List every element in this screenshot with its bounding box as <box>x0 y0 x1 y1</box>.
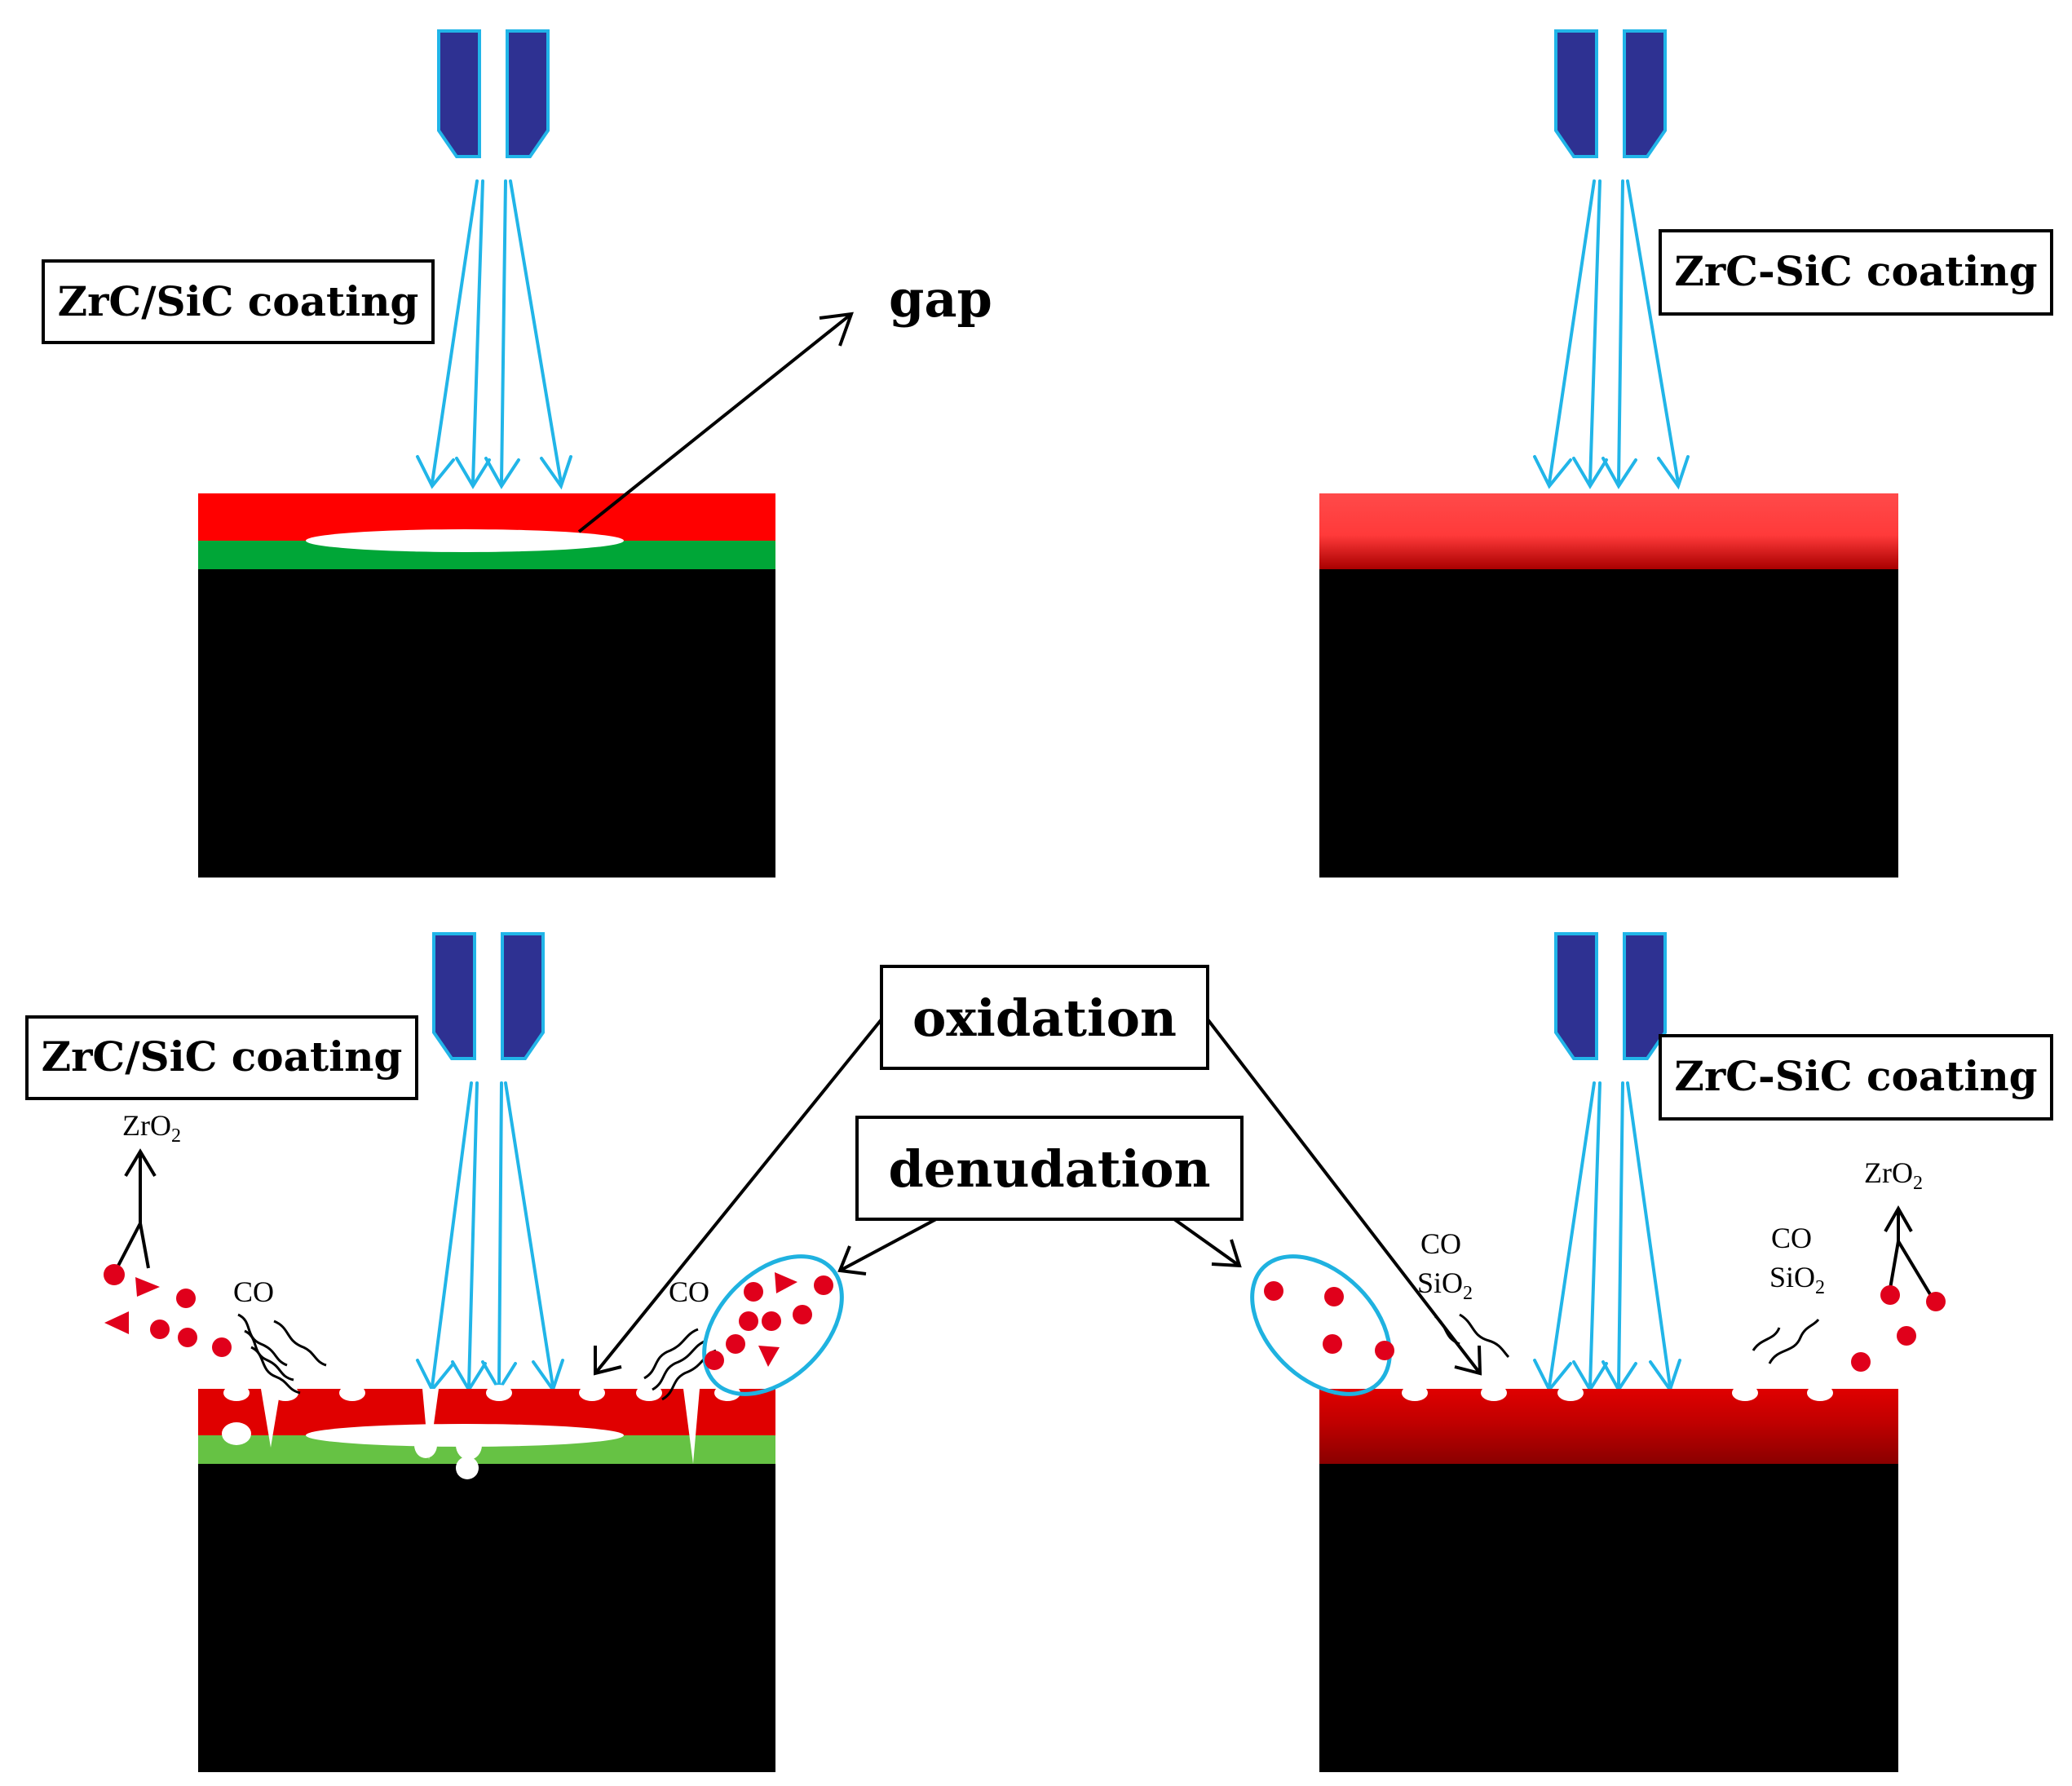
flame-arrow-icon <box>416 1081 564 1394</box>
panel-top-right: ZrC-SiC coating <box>1319 29 2053 878</box>
crack-icon <box>261 1389 700 1464</box>
co-label: CO <box>1420 1227 1461 1260</box>
denudation-cluster <box>702 1254 844 1396</box>
coating-label: ZrC-SiC coating <box>1674 247 2037 295</box>
plasma-torch-icon <box>1554 29 1667 158</box>
substrate <box>198 1464 775 1772</box>
zro2-arrow-icon <box>1884 1205 1934 1300</box>
panel-bottom-right: ZrC-SiC coating CO SiO2 CO SiO2 ZrO2 <box>1250 932 2053 1772</box>
coating-label-box <box>1659 229 2053 316</box>
denudation-callout: denudation <box>837 1116 1244 1275</box>
zro2-label: ZrO2 <box>1864 1156 1923 1194</box>
co-label: CO <box>669 1275 709 1308</box>
gas-wave-icon <box>1434 1313 1510 1359</box>
coating-label-box <box>1659 1034 2053 1121</box>
particle-icon <box>1851 1285 1946 1372</box>
svg-text:denudation: denudation <box>888 1139 1210 1199</box>
particle-icon <box>1264 1281 1394 1360</box>
gap-label: gap <box>889 269 992 329</box>
sio2-label: SiO2 <box>1417 1267 1473 1304</box>
denudation-arrow-icon <box>837 1218 1242 1275</box>
flame-arrow-icon <box>1533 1081 1681 1394</box>
zro2-arrow-icon <box>117 1148 157 1269</box>
flame-arrow-icon <box>1533 179 1690 490</box>
coating-label-box <box>42 259 435 344</box>
gas-wave-icon <box>237 1313 327 1395</box>
coating-label: ZrC-SiC coating <box>1674 1052 2037 1100</box>
oxidation-arrow-icon <box>594 1018 1482 1376</box>
substrate <box>1319 569 1898 878</box>
coating-label: ZrC/SiC coating <box>42 1032 403 1081</box>
pore-icon <box>1402 1385 1833 1401</box>
gas-wave-icon <box>1752 1319 1820 1364</box>
plasma-torch-icon <box>1554 932 1667 1060</box>
co-label: CO <box>1771 1222 1812 1254</box>
plasma-torch-icon <box>437 29 550 158</box>
gap-arrow-icon <box>577 312 854 533</box>
gap-void <box>306 529 624 552</box>
oxidation-callout: oxidation <box>594 965 1482 1376</box>
denudation-cluster <box>1250 1254 1394 1396</box>
substrate <box>1319 1464 1898 1772</box>
coating-label-box <box>25 1015 418 1100</box>
substrate <box>198 569 775 878</box>
svg-text:oxidation: oxidation <box>912 988 1177 1048</box>
particle-icon <box>104 1264 232 1357</box>
coating-label: ZrC/SiC coating <box>58 277 419 325</box>
panel-bottom-left: ZrC/SiC coating ZrO2 CO CO <box>25 932 844 1772</box>
plasma-torch-icon <box>432 932 545 1060</box>
co-label: CO <box>233 1275 274 1308</box>
flame-arrow-icon <box>416 179 572 490</box>
zrc-sic-layer <box>1319 1389 1898 1464</box>
sio2-label: SiO2 <box>1769 1261 1825 1298</box>
particle-icon <box>705 1272 833 1370</box>
zrc-sic-layer <box>1319 493 1898 569</box>
panel-top-left: ZrC/SiC coating gap <box>42 29 992 878</box>
zro2-label: ZrO2 <box>122 1109 181 1147</box>
